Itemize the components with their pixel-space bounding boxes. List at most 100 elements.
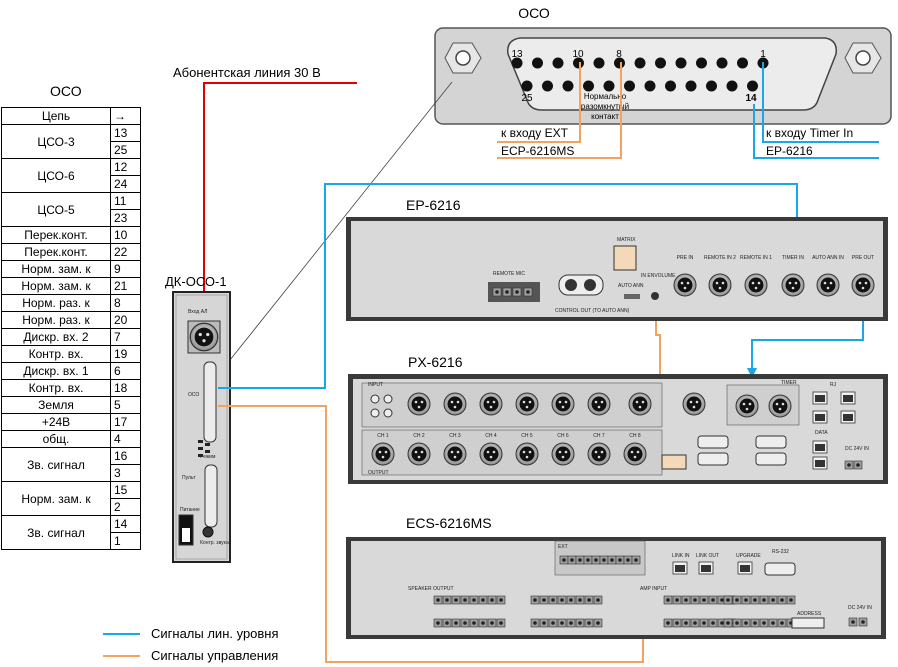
label-ep-short: EP-6216 (766, 144, 813, 158)
db25-pin (716, 57, 728, 69)
px-output-label: OUTPUT (368, 470, 389, 476)
table-pin-number: 23 (110, 209, 141, 227)
dk-oso-1-module (172, 291, 231, 563)
table-circuit-name: Перек.конт. (1, 243, 111, 261)
ep-volume-knob (651, 292, 659, 300)
table-pin-number: 21 (110, 277, 141, 295)
ep-xlr-jack (744, 273, 768, 297)
db25-pin (655, 57, 666, 69)
db25-pin (624, 80, 635, 92)
ecs-speaker-terminal (690, 618, 700, 628)
ecs-speaker-terminal (433, 618, 443, 628)
px-channel-label: CH 6 (557, 433, 569, 439)
ecs-speaker-terminal (750, 618, 760, 628)
ecs-speaker-terminal (539, 595, 549, 605)
db25-pin (552, 57, 564, 69)
ecs-speaker-terminal (723, 595, 733, 605)
px-channel-label: CH 4 (485, 433, 497, 439)
ep-auto-ann-label: AUTO ANN (618, 283, 644, 289)
ep-jack-label: REMOTE IN 2 (704, 255, 736, 261)
ecs-speaker-terminal (741, 618, 751, 628)
ecs-speaker-terminal (672, 618, 682, 628)
ecs-upgrade-label: UPGRADE (736, 553, 761, 559)
px-timer-jack-b (768, 394, 792, 418)
db25-pin (521, 80, 533, 92)
table-pin-number: 11 (110, 192, 141, 210)
mount-hole-right (844, 42, 882, 74)
ecs-speaker-terminal (759, 618, 769, 628)
ep-jack-label: TIMER IN (782, 255, 804, 261)
pin-label-13: 13 (511, 49, 523, 60)
ep-xlr-jack (816, 273, 840, 297)
label-ecp: ECP-6216MS (501, 144, 574, 158)
table-circuit-name: Зв. сигнал (1, 515, 111, 550)
ecs-speaker-terminal (530, 618, 540, 628)
table-pin-number: 2 (110, 498, 141, 516)
table-pin-number: 24 (110, 175, 141, 193)
arrow-px-timer (747, 368, 757, 378)
ecs-ext-terminal (575, 555, 585, 565)
px-channel-label: CH 2 (413, 433, 425, 439)
table-pin-number: 7 (110, 328, 141, 346)
table-circuit-name: ЦСО-5 (1, 192, 111, 227)
pin-label-8: 8 (616, 49, 622, 60)
ep-matrix-label: MATRIX (617, 237, 636, 243)
ep-xlr-jack (851, 273, 875, 297)
ecs-speaker-terminal (663, 595, 673, 605)
ep-jack-label: AUTO ANN IN (812, 255, 844, 261)
ecs-speaker-terminal (768, 618, 778, 628)
db25-pin (747, 80, 758, 92)
ecs-ext-terminal (623, 555, 633, 565)
ep-control-out-connector (558, 274, 604, 296)
px-data-label: DATA (815, 430, 828, 436)
px-output-jack (443, 442, 467, 466)
table-circuit-name: Норм. раз. к (1, 311, 111, 329)
table-circuit-name: Дискр. вх. 1 (1, 362, 111, 380)
ecs-speaker-terminal (681, 595, 691, 605)
table-pin-number: 16 (110, 447, 141, 465)
px-rj-label: RJ (830, 382, 837, 388)
px-channel-label: CH 1 (377, 433, 389, 439)
ecs-amp-label: AMP INPUT (640, 586, 667, 592)
ecs-ext-terminal (599, 555, 609, 565)
ecs-speaker-terminal (759, 595, 769, 605)
table-header: Цепь → (1, 107, 141, 125)
table-pin-number: 13 (110, 124, 141, 142)
dk-oso-label: ОСО (188, 392, 199, 398)
ecs-rs232-port (764, 562, 796, 576)
ecs-ext-terminal (591, 555, 601, 565)
px-channel-label: CH 8 (629, 433, 641, 439)
table-pin-number: 22 (110, 243, 141, 261)
table-pin-number: 15 (110, 481, 141, 499)
ecs-speaker-terminal (708, 595, 718, 605)
table-pin-number: 1 (110, 532, 141, 550)
table-pin-number: 14 (110, 515, 141, 533)
table-circuit-name: Контр. вх. (1, 345, 111, 363)
wire-ext-orange (497, 62, 581, 143)
mount-hole-left (444, 42, 482, 74)
px-output-jack (479, 442, 503, 466)
db25-pin (511, 57, 523, 69)
table-pin-number: 17 (110, 413, 141, 431)
ecs-ext-terminal (567, 555, 577, 565)
ecs-speaker-terminal (469, 595, 479, 605)
db25-pin (593, 57, 605, 69)
dk-sound-check-knob (202, 526, 214, 538)
px-rca-inputs (370, 394, 393, 418)
ecs-speaker-terminal (530, 595, 540, 605)
db25-pin (614, 57, 625, 69)
ep-jack-label: PRE OUT (852, 255, 874, 261)
table-circuit-name: Норм. зам. к (1, 481, 111, 516)
legend-blue-label: Сигналы лин. уровня (151, 626, 279, 641)
ecs-speaker-terminal (460, 595, 470, 605)
ecs-link-in-label: LINK IN (672, 553, 690, 559)
